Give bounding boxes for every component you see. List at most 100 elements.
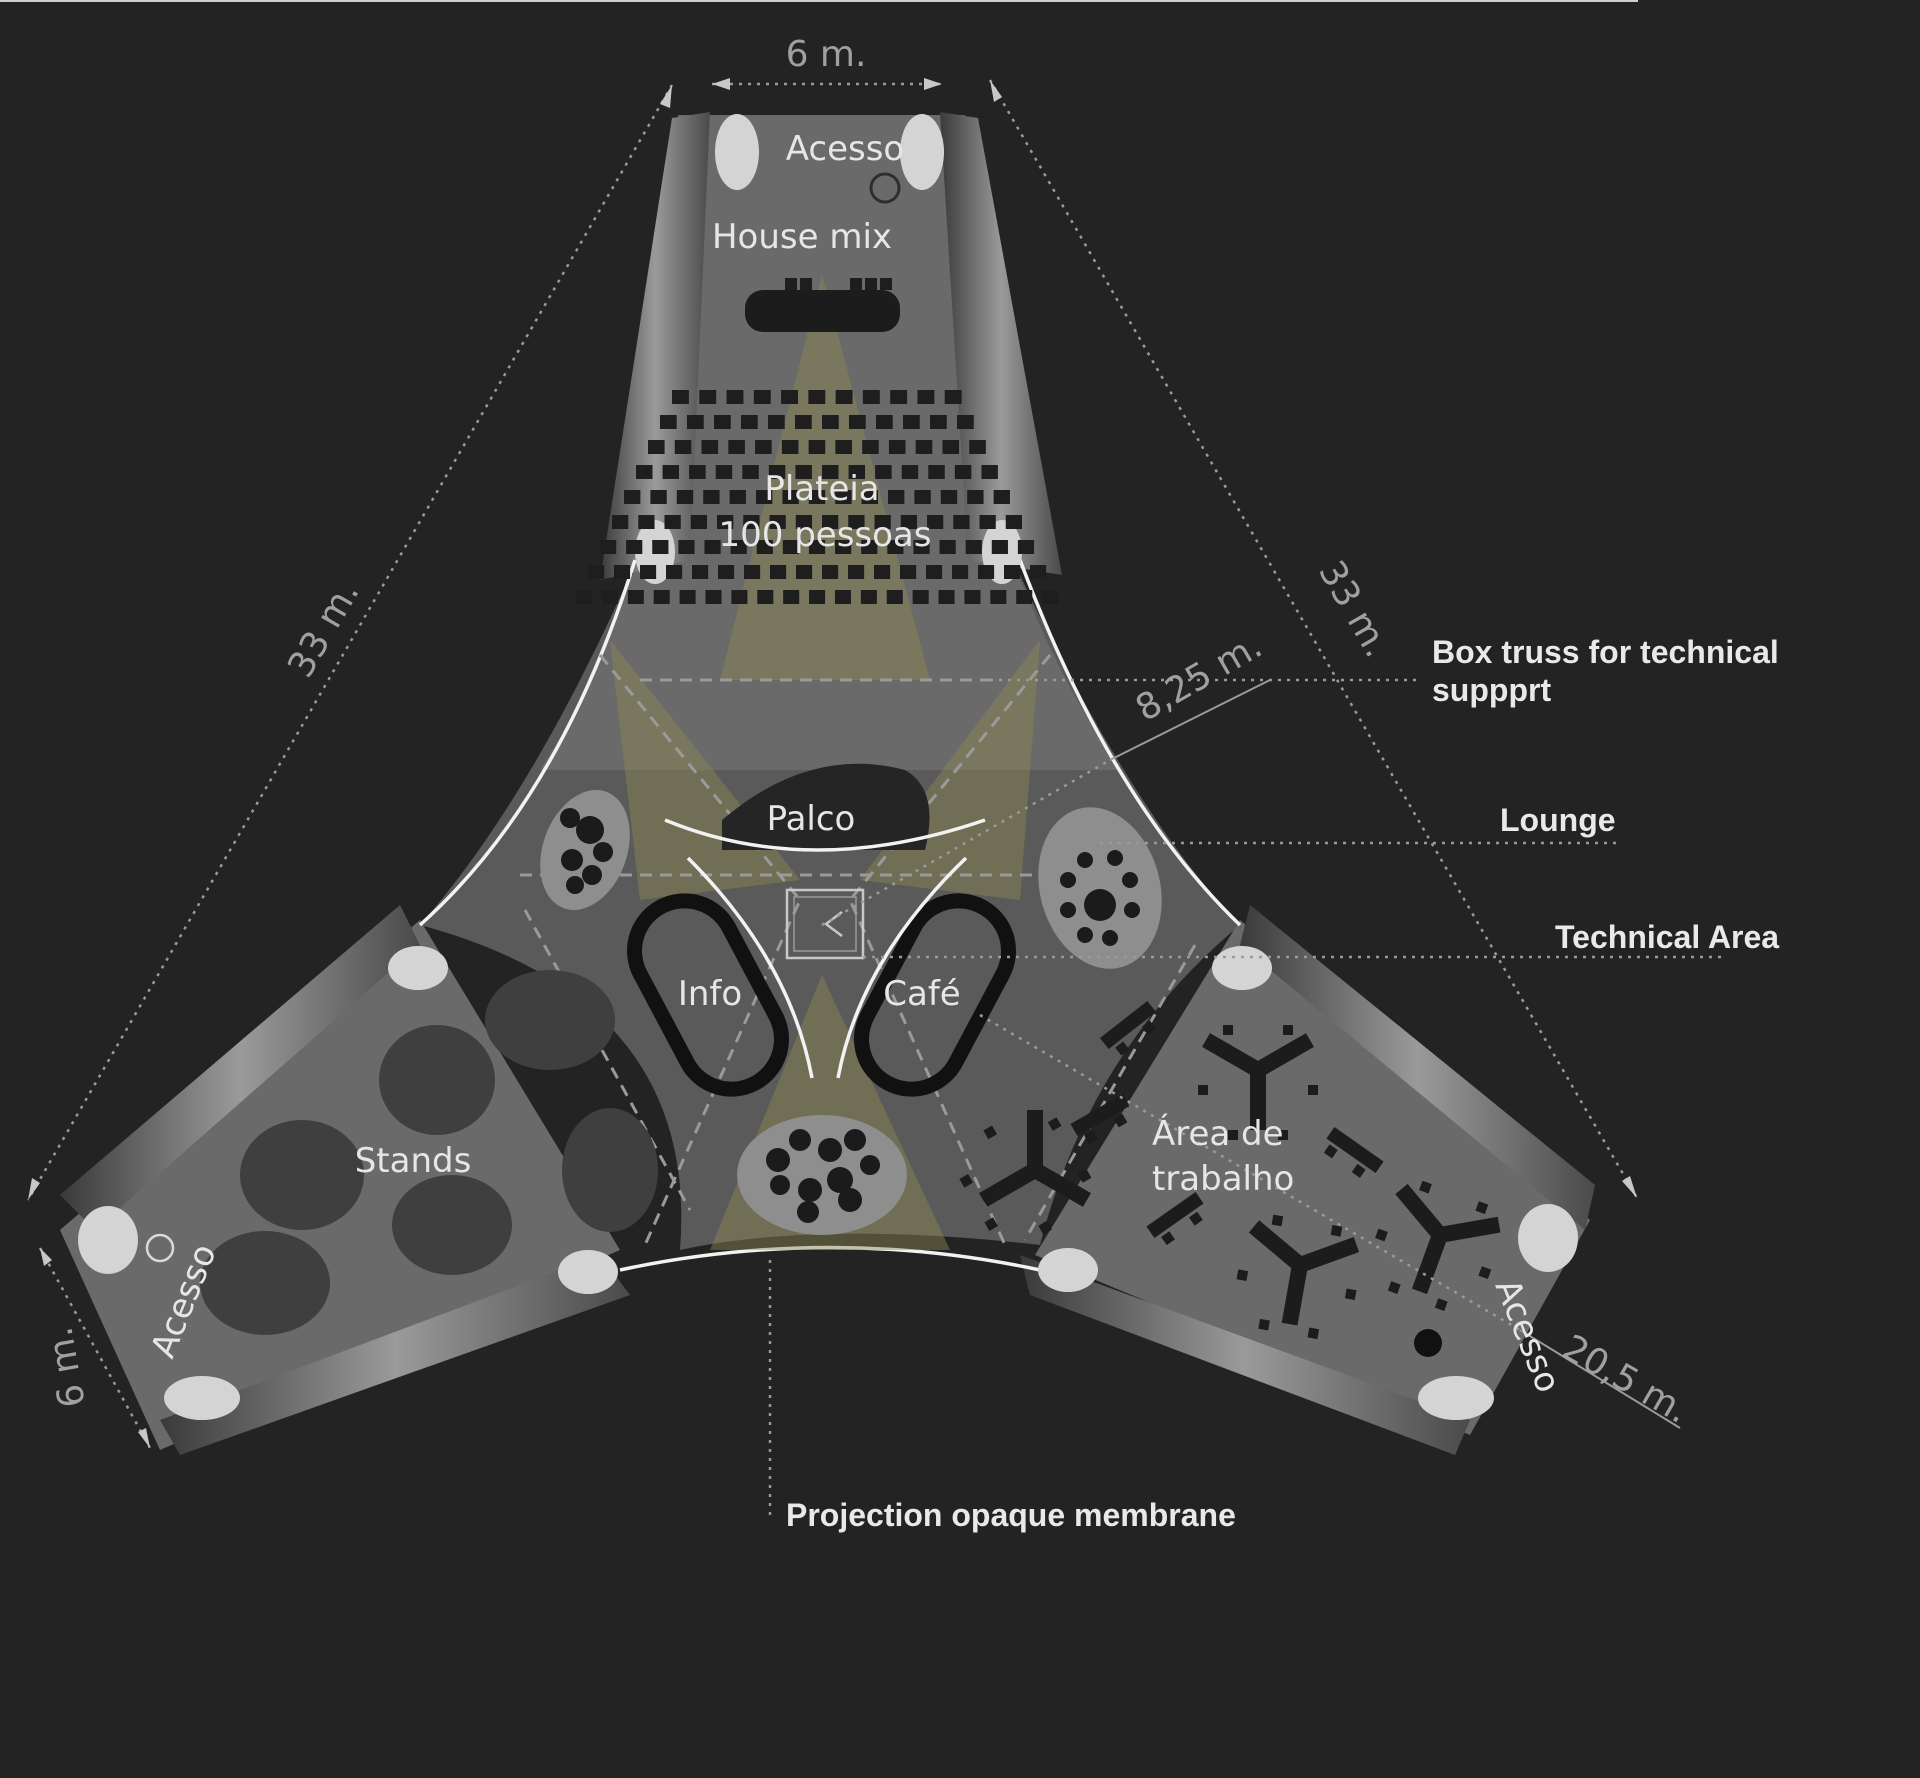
lounge-seat [1107,850,1123,866]
audience-seat [679,590,696,604]
pad-left-tip-upper [78,1206,138,1274]
truss-dash-arm-left [523,909,692,1211]
audience-seat [796,565,813,579]
lounge-seat [582,865,602,885]
pad-right-tip-upper [1518,1204,1578,1272]
membrane-edge-bottom [619,1245,1041,1272]
audience-seat [848,465,866,479]
desk-arm [1250,1070,1266,1130]
stand-blob [392,1175,512,1275]
pad-right-lower [1038,1248,1098,1292]
desk-chair [1478,1266,1492,1280]
lounge-seat [1122,872,1138,888]
audience-seat [728,440,745,454]
audience-seat [979,515,996,529]
desk-chair [1283,1025,1293,1035]
truss-dash-right [848,654,1052,1246]
left-access-marker [145,1233,175,1263]
audience-seat [808,540,826,554]
audience-seat [601,590,618,604]
desk-chair [1223,1025,1233,1035]
stage-platform [722,763,930,850]
bench-chair [1142,1020,1157,1035]
audience-seat [705,590,722,604]
pad-top-right [900,114,944,190]
audience-seat [699,390,717,404]
audience-seat [636,465,653,479]
dim-arrow [1622,1176,1637,1198]
audience-seat [1042,590,1059,604]
bench-chair [1084,1130,1098,1145]
audience-seat [861,490,878,504]
audience-seat [930,415,947,429]
audience-seat [952,565,969,579]
label-area-trabalho: Área de [1152,1113,1284,1154]
dim-radius-dotted-line [821,758,1111,927]
audience-seat [781,390,798,404]
audience-seat [886,590,903,604]
audience-seat [782,490,799,504]
audience-seat [753,390,771,404]
audience-seat [653,590,670,604]
audience-seat [928,465,945,479]
audience-seat [890,390,908,404]
audience-seat [638,515,655,529]
audience-seat [808,390,826,404]
top-arm-left-flap [600,112,710,580]
right-access-marker [1414,1329,1442,1357]
info-divider-curve [686,856,814,1079]
audience-seat [755,440,772,454]
audience-seat [914,490,931,504]
bench-chair [1113,1113,1128,1128]
desk-arm [1411,1232,1448,1295]
audience-seat [912,590,929,604]
audience-seat [981,465,998,479]
audience-seat [861,540,878,554]
audience-seat [940,490,958,504]
dim-left-width-line [38,1247,152,1449]
annotation-lounge: Lounge [1500,802,1616,838]
audience-seat [939,540,956,554]
label-info: Info [678,974,742,1014]
membrane-edge-right [1018,559,1242,927]
bench-top [1146,1192,1204,1238]
audience-seat [678,540,695,554]
lounge-seat [1084,889,1116,921]
audience-seat [692,565,709,579]
desk-arm [979,1163,1039,1207]
lounge-seat [838,1188,862,1212]
truss-dash-left [598,654,802,1246]
audience-seat [756,540,773,554]
audience-seat [849,415,866,429]
lounge-seat [860,1155,880,1175]
audience-seat [795,515,813,529]
desk-chair [1475,1201,1489,1215]
desk-chair [984,1217,999,1231]
bench-chair [1351,1163,1366,1178]
audience-seat [822,465,839,479]
dim-radius-solid-line [1109,679,1271,761]
audience-seat [915,440,933,454]
audience-seat [770,565,787,579]
audience-seat [887,540,904,554]
lounge-seats [560,808,1140,1223]
right-arm-lower-flap [1020,1255,1470,1455]
stand-blob [200,1231,330,1335]
desk-arm [1281,1263,1308,1326]
audience-seat [990,590,1007,604]
audience-seat [783,590,800,604]
audience-seat [757,590,774,604]
audience-seat [714,415,731,429]
audience-seat [718,565,735,579]
dim-arrow [660,85,672,108]
house-mix-console [745,290,900,332]
info-counter [627,893,789,1097]
audience-seat [835,490,852,504]
desk-arm [1254,1033,1314,1077]
annotation-projection-membrane: Projection opaque membrane [786,1497,1236,1533]
audience-seat [648,440,665,454]
lounge-seat [827,1167,853,1193]
lounge-seat [789,1129,811,1151]
audience-seat [1004,565,1021,579]
audience-seat [690,515,708,529]
